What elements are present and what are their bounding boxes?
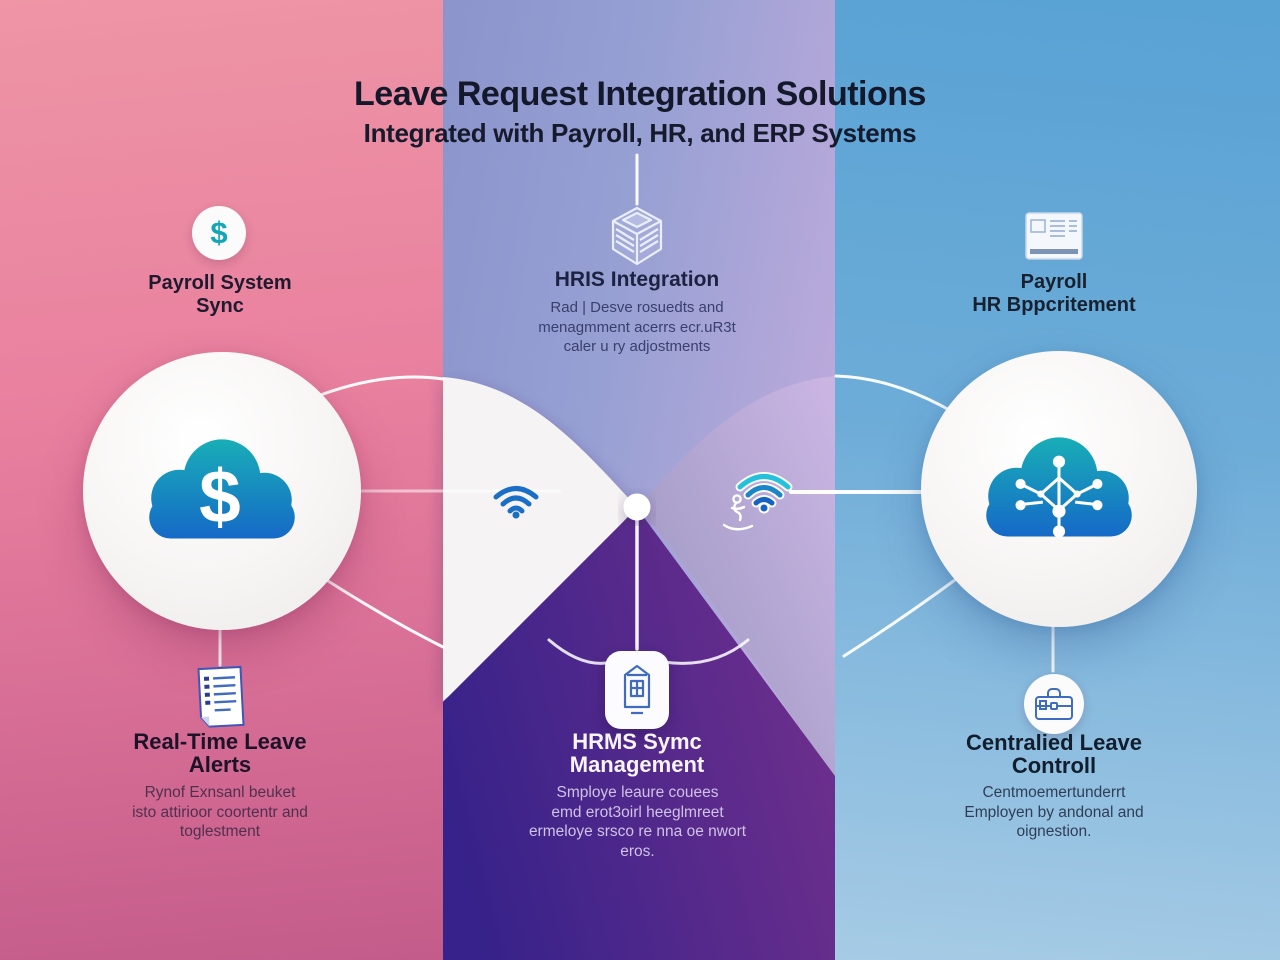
payroll-form-icon <box>1025 212 1083 260</box>
hrms-heading: HRMS Symc Management <box>569 729 705 777</box>
payroll-sync-label: Payroll System Sync <box>148 272 292 317</box>
document-list-icon <box>194 665 247 730</box>
central-heading: Centralied Leave Controll <box>965 730 1143 778</box>
page-title: Leave Request Integration Solutions <box>354 75 926 113</box>
cloud-dollar-icon: $ <box>149 439 295 539</box>
hrms-body: Smploye leaure couees emd erot3oirl heeg… <box>528 784 747 860</box>
title-block: Leave Request Integration Solutions Inte… <box>0 75 1280 149</box>
isometric-building-icon <box>606 205 668 267</box>
briefcase-icon <box>1024 674 1084 734</box>
payroll-hr-label: Payroll HR Bppcritement <box>972 271 1136 316</box>
payroll-cloud-circle: $ <box>83 352 361 630</box>
hris-body: Rad | Desve rosuedts and menagmment acer… <box>538 299 736 355</box>
page-subtitle: Integrated with Payroll, HR, and ERP Sys… <box>363 118 917 149</box>
hris-section: HRIS Integration Rad | Desve rosuedts an… <box>487 268 787 357</box>
leave-alerts-body: Rynof Exnsanl beuket isto attirioor coor… <box>132 784 308 840</box>
mobile-app-icon <box>605 651 669 729</box>
dollar-symbol: $ <box>210 214 228 250</box>
cloud-dollar-symbol: $ <box>199 454 241 538</box>
cloud-network-icon <box>986 437 1132 538</box>
hris-heading: HRIS Integration <box>554 268 720 291</box>
erp-cloud-circle <box>921 351 1197 627</box>
dollar-coin-icon: $ <box>192 206 246 260</box>
central-body: Centmoemertunderrt Employen by andonal a… <box>964 784 1144 840</box>
leave-alerts-heading: Real-Time Leave Alerts <box>133 729 307 777</box>
